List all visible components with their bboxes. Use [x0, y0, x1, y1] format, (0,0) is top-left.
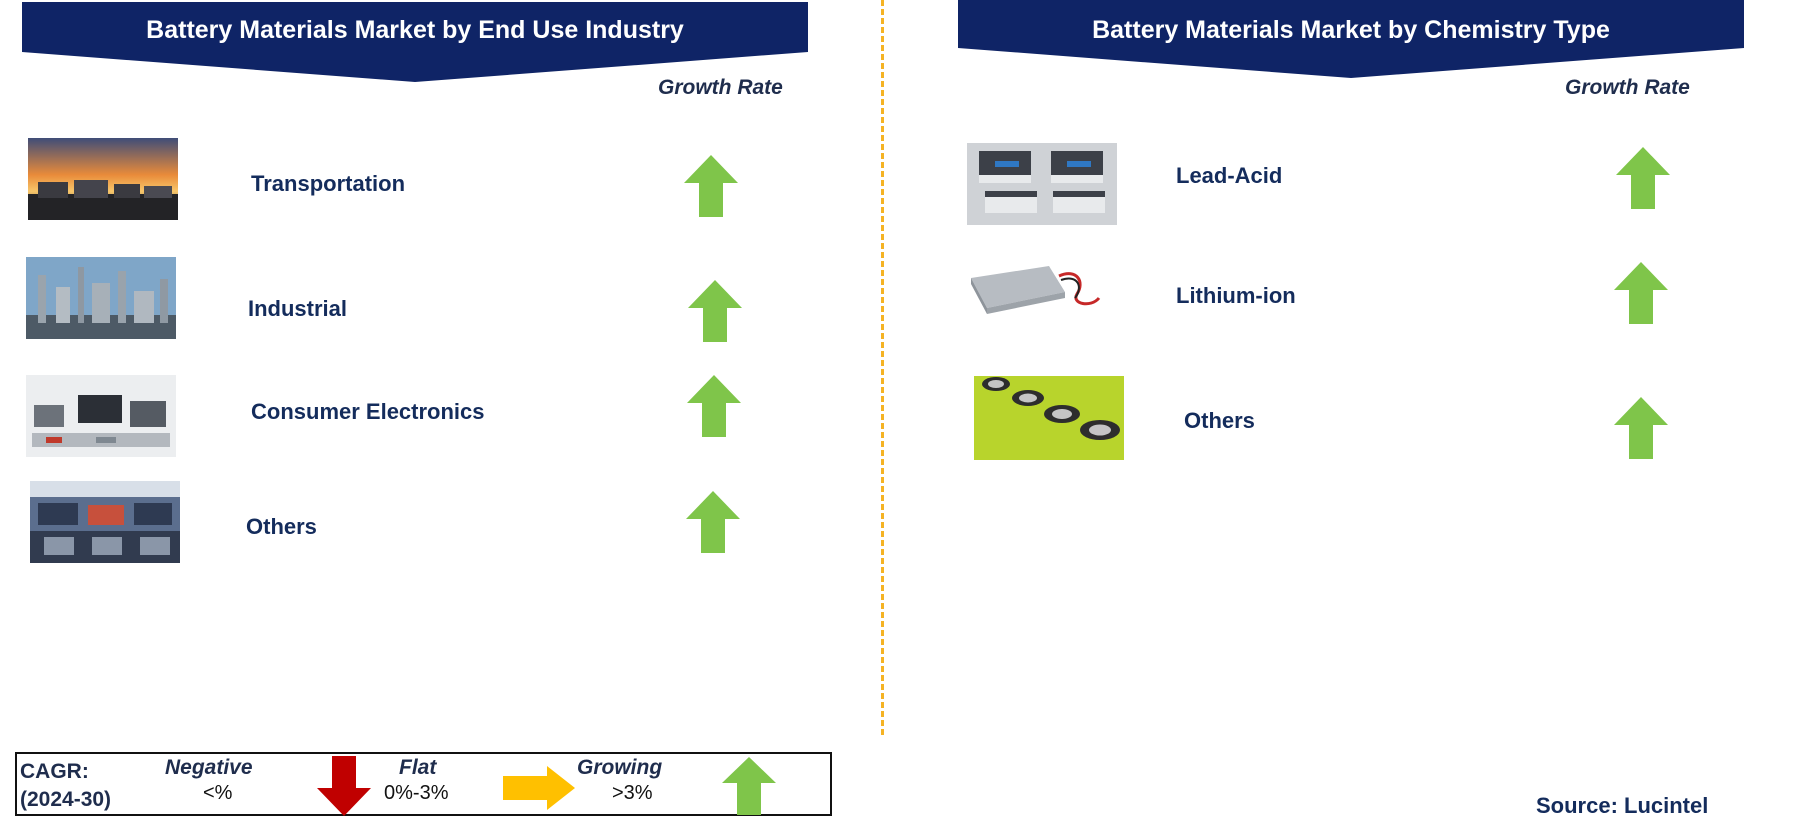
- left-growth-rate-header: Growth Rate: [658, 76, 783, 99]
- industrial-image: [26, 257, 176, 339]
- panel-divider: [881, 0, 884, 735]
- legend-period: (2024-30): [20, 788, 112, 811]
- right-panel-title: Battery Materials Market by Chemistry Ty…: [1092, 16, 1610, 44]
- cagr-legend: CAGR: (2024-30) Negative <% Flat 0%-3% G…: [15, 752, 832, 816]
- left-panel-banner: Battery Materials Market by End Use Indu…: [22, 2, 808, 82]
- down-arrow-icon: [317, 756, 371, 816]
- legend-cagr-label: CAGR:: [20, 760, 89, 783]
- right-arrow-icon: [503, 766, 575, 810]
- up-arrow-icon: [722, 757, 776, 815]
- others-store-image: [30, 481, 180, 563]
- transportation-image: [28, 138, 178, 220]
- up-arrow-icon: [686, 491, 740, 553]
- legend-negative-label: Negative: [165, 756, 253, 779]
- consumer-electronics-image: [26, 375, 176, 457]
- up-arrow-icon: [688, 280, 742, 342]
- row-label-transportation: Transportation: [251, 171, 406, 196]
- legend-flat-label: Flat: [399, 756, 437, 779]
- row-label-consumer-electronics: Consumer Electronics: [251, 399, 485, 424]
- legend-growing-range: >3%: [612, 782, 653, 804]
- row-label-others-right: Others: [1184, 408, 1255, 433]
- up-arrow-icon: [1616, 147, 1670, 209]
- legend-growing-label: Growing: [577, 756, 663, 779]
- right-growth-rate-header: Growth Rate: [1565, 76, 1690, 99]
- up-arrow-icon: [687, 375, 741, 437]
- lithium-ion-battery-image: [967, 258, 1107, 320]
- others-cells-image: [974, 376, 1124, 460]
- source-credit: Source: Lucintel: [1536, 793, 1709, 818]
- up-arrow-icon: [1614, 262, 1668, 324]
- legend-negative-range: <%: [203, 782, 233, 804]
- row-label-lithium-ion: Lithium-ion: [1176, 283, 1296, 308]
- up-arrow-icon: [684, 155, 738, 217]
- banner-shape: [958, 0, 1744, 78]
- banner-shape: [22, 2, 808, 82]
- row-label-lead-acid: Lead-Acid: [1176, 163, 1283, 188]
- up-arrow-icon: [1614, 397, 1668, 459]
- right-panel-banner: Battery Materials Market by Chemistry Ty…: [958, 0, 1744, 80]
- row-label-others-left: Others: [246, 514, 317, 539]
- left-panel-title: Battery Materials Market by End Use Indu…: [146, 16, 684, 44]
- row-label-industrial: Industrial: [248, 296, 348, 321]
- legend-flat-range: 0%-3%: [384, 782, 449, 804]
- lead-acid-battery-image: [967, 143, 1117, 225]
